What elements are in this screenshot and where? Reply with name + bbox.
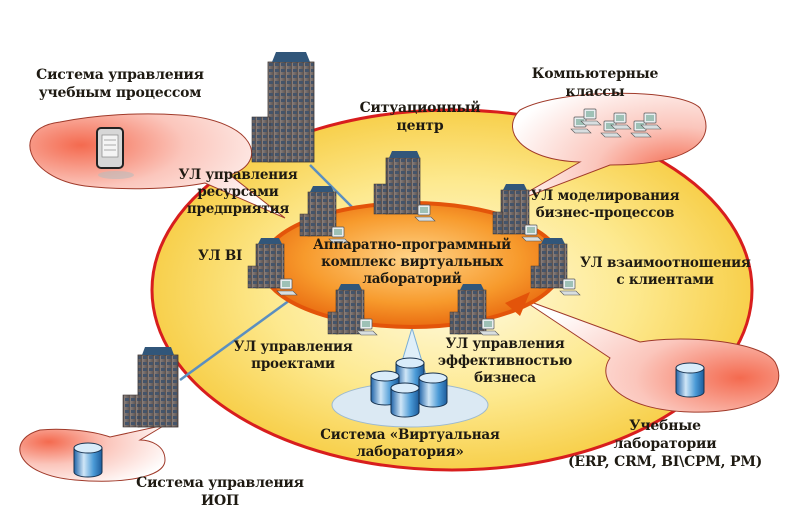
iop-database-icon [73, 442, 103, 478]
label-line: Система управления [136, 475, 304, 491]
label-line: УЛ управления [445, 336, 565, 352]
label-computer-classes: Компьютерные классы [530, 65, 660, 101]
label-line: Система управления [36, 67, 204, 83]
label-line: Компьютерные [531, 66, 659, 82]
label-line: УЛ взаимоотношения [580, 255, 751, 271]
training-labs-database-icon [675, 362, 705, 398]
label-line: лаборатория» [356, 444, 464, 460]
label-lab-bpm: УЛ моделирования бизнес-процессов [530, 188, 680, 222]
label-line: УЛ моделирования [530, 188, 680, 204]
label-lab-bi: УЛ BI [190, 248, 250, 265]
label-lab-pm: УЛ управления проектами [228, 339, 358, 373]
label-line: комплекс виртуальных [321, 254, 503, 270]
label-learning-process-system: Система управления учебным процессом [30, 66, 210, 102]
label-line: проектами [251, 356, 335, 372]
label-line: эффективностью [437, 353, 573, 369]
label-line: (ERP, CRM, BI\CPM, PM) [567, 454, 763, 470]
label-line: ИОП [200, 493, 240, 509]
label-line: учебным процессом [38, 85, 202, 101]
callout-training-labs [519, 297, 780, 413]
building-situation-center-icon [373, 151, 436, 222]
label-situation-center: Ситуационный центр [350, 99, 490, 135]
label-lab-cpm: УЛ управления эффективностью бизнеса [435, 336, 575, 387]
label-line: лабораторий [362, 271, 462, 287]
label-line: Ситуационный [359, 100, 481, 116]
label-lab-erp: УЛ управления ресурсами предприятия [178, 167, 298, 218]
connector-iop [179, 298, 291, 382]
building-enterprise-icon [251, 52, 315, 163]
label-lab-crm: УЛ взаимоотношения с клиентами [580, 255, 751, 289]
label-line: УЛ управления [233, 339, 353, 355]
label-line: Учебные [629, 418, 701, 434]
callout-learning-process [29, 113, 286, 219]
label-iop-system: Система управления ИОП [130, 474, 310, 510]
label-line: с клиентами [616, 272, 714, 288]
monitor-icon [96, 127, 134, 179]
label-line: бизнеса [474, 370, 536, 386]
label-line: Аппаратно-программный [312, 237, 511, 253]
label-line: центр [396, 118, 444, 134]
label-line: лаборатории [613, 436, 717, 452]
label-training-labs: Учебные лаборатории (ERP, CRM, BI\CPM, P… [560, 417, 770, 471]
label-center-complex: Аппаратно-программный комплекс виртуальн… [312, 237, 512, 288]
cycle-arrow-icon [505, 292, 530, 316]
label-line: УЛ управления [178, 167, 298, 183]
label-line: Система «Виртуальная [320, 427, 500, 443]
label-line: классы [565, 84, 625, 100]
label-virtual-lab-system: Система «Виртуальная лаборатория» [300, 427, 520, 461]
label-line: предприятия [186, 201, 290, 217]
label-line: бизнес-процессов [535, 205, 675, 221]
label-line: ресурсами [197, 184, 279, 200]
building-iop-icon [122, 347, 179, 428]
label-line: УЛ BI [197, 248, 243, 264]
